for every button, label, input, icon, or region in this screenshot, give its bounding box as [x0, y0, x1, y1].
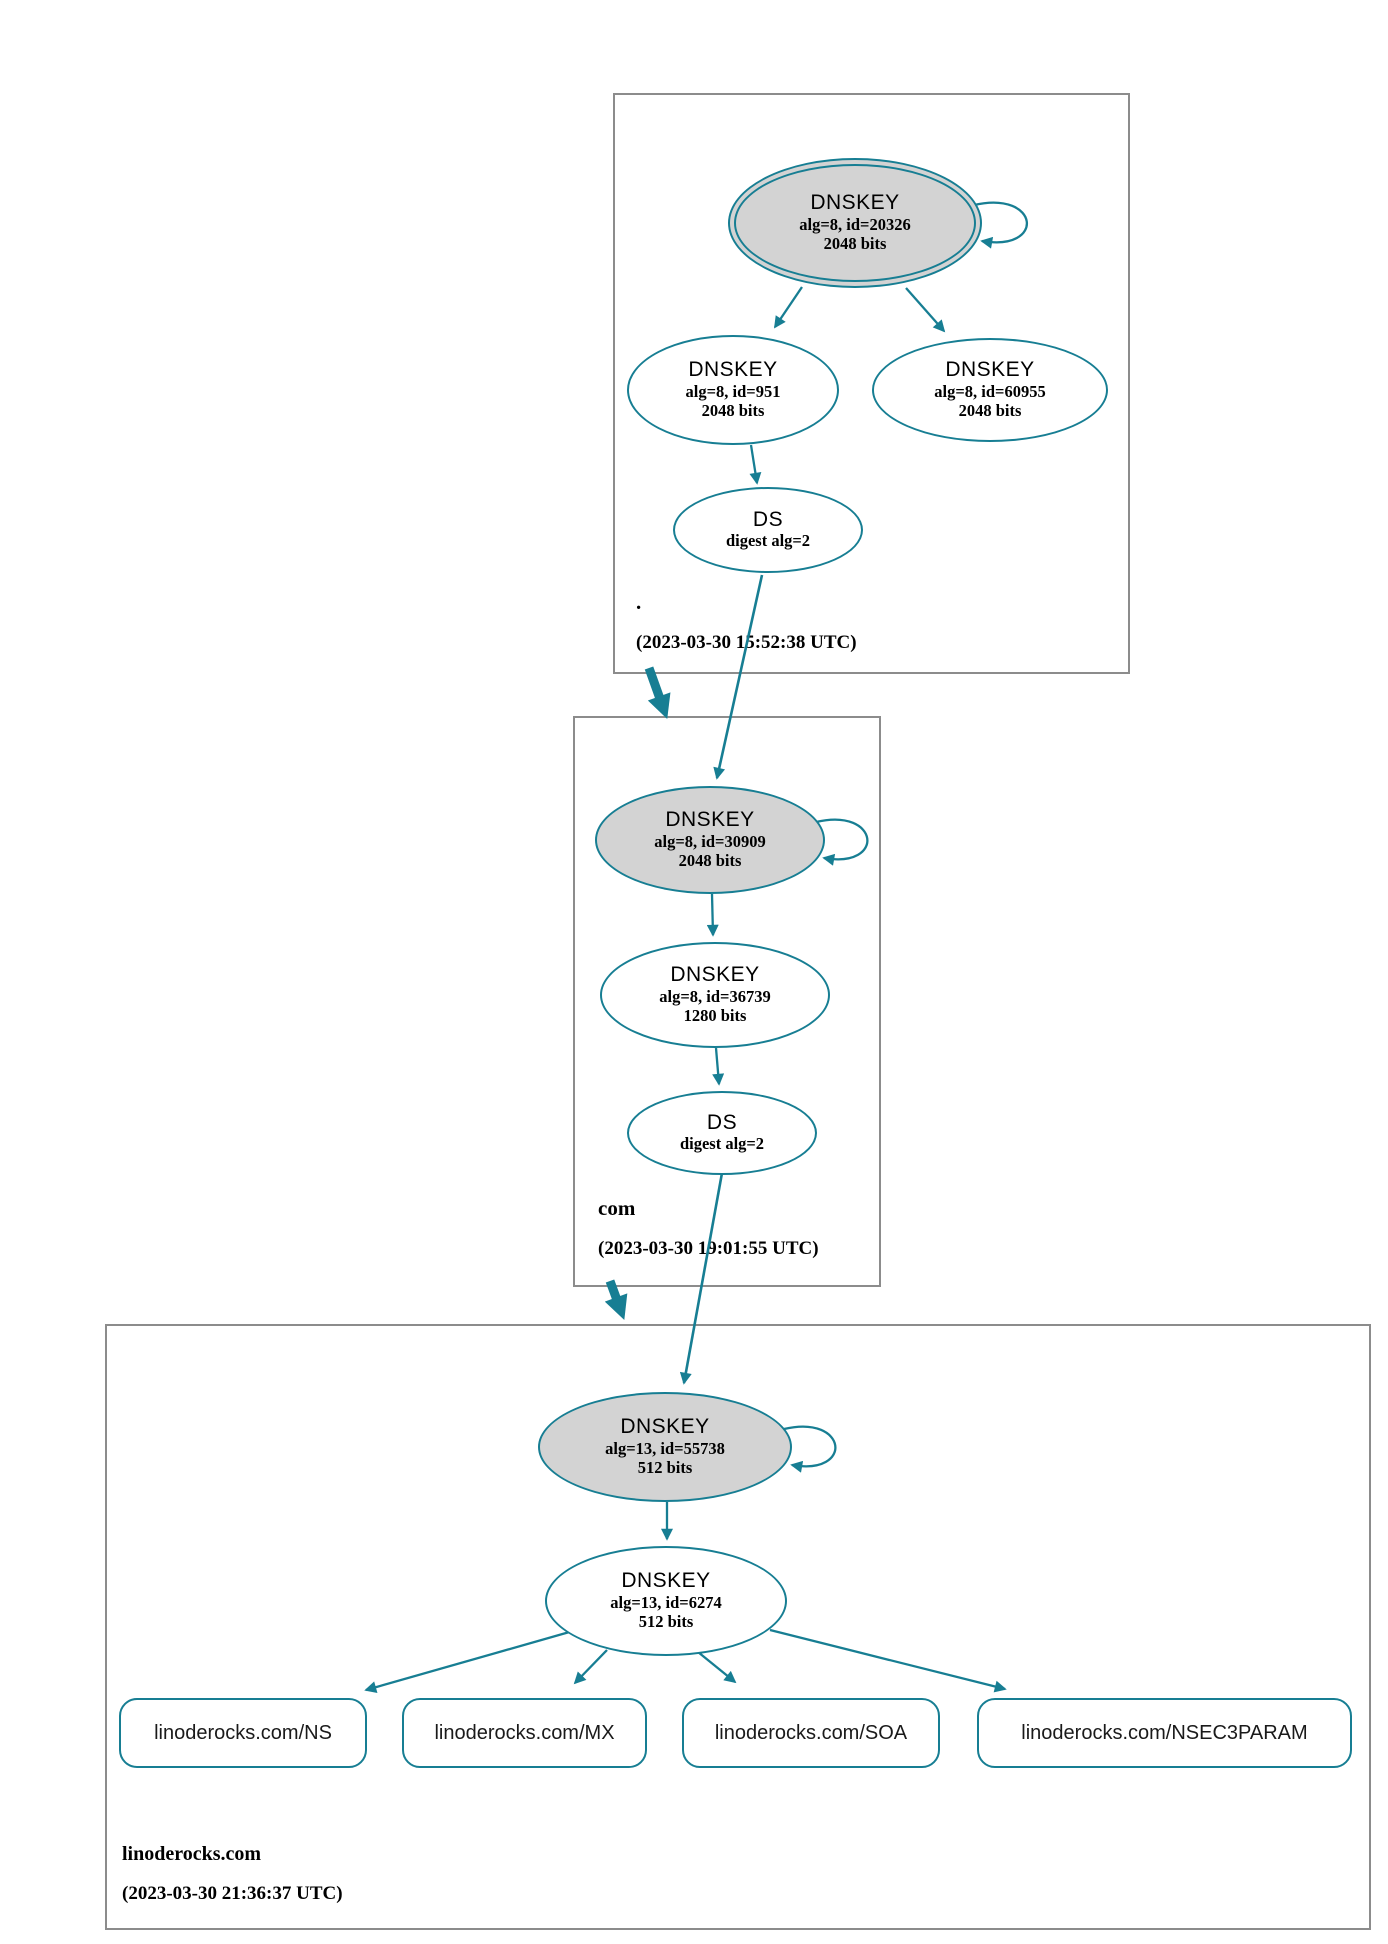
edge-selfloop-ksk-linoderocks — [783, 1425, 837, 1473]
node-detail: digest alg=2 — [679, 1134, 765, 1154]
delegation-arrow-root-to-com — [644, 666, 671, 720]
edge-ds-com-to-ksk-linoderocks — [679, 1172, 724, 1385]
node-bits: 2048 bits — [701, 401, 765, 421]
node-bits: 2048 bits — [678, 851, 742, 871]
rrset-mx[interactable]: linoderocks.com/MX — [402, 1698, 647, 1768]
node-dnskey-60955[interactable]: DNSKEY alg=8, id=60955 2048 bits — [872, 338, 1108, 442]
rrset-soa[interactable]: linoderocks.com/SOA — [682, 1698, 940, 1768]
node-dnskey-36739[interactable]: DNSKEY alg=8, id=36739 1280 bits — [600, 942, 830, 1048]
rrset-ns[interactable]: linoderocks.com/NS — [119, 1698, 367, 1768]
node-ds-root[interactable]: DS digest alg=2 — [673, 487, 863, 573]
node-detail: digest alg=2 — [725, 531, 811, 551]
edge-zsk-to-soa — [697, 1651, 737, 1684]
node-detail: alg=8, id=951 — [685, 381, 781, 401]
node-detail: alg=8, id=30909 — [654, 831, 766, 851]
edge-zsk-to-mx — [573, 1649, 608, 1685]
node-dnskey-6274[interactable]: DNSKEY alg=13, id=6274 512 bits — [545, 1546, 787, 1656]
edge-selfloop-ksk-root — [973, 201, 1028, 249]
node-detail: alg=13, id=6274 — [610, 1592, 722, 1612]
delegation-arrow-com-to-linoderocks — [604, 1279, 628, 1321]
node-title: DNSKEY — [665, 807, 755, 831]
node-dnskey-951[interactable]: DNSKEY alg=8, id=951 2048 bits — [627, 335, 839, 445]
node-detail: alg=8, id=60955 — [934, 381, 1046, 401]
node-detail: alg=8, id=20326 — [799, 214, 911, 234]
edge-ds-root-to-ksk-com — [713, 574, 764, 780]
node-ds-com[interactable]: DS digest alg=2 — [627, 1091, 817, 1175]
edge-ksk-to-zsk951 — [773, 286, 803, 329]
edge-zsk-to-nsec3param — [769, 1628, 1007, 1693]
node-bits: 2048 bits — [823, 234, 887, 254]
node-bits: 1280 bits — [683, 1006, 747, 1026]
node-detail: alg=8, id=36739 — [659, 986, 771, 1006]
node-bits: 512 bits — [638, 1612, 694, 1632]
zone-box-root — [613, 93, 1130, 674]
node-title: DNSKEY — [945, 357, 1035, 381]
node-dnskey-55738[interactable]: DNSKEY alg=13, id=55738 512 bits — [538, 1392, 792, 1502]
zone-label-com: com — [598, 1196, 636, 1220]
node-title: DNSKEY — [670, 962, 760, 986]
node-bits: 2048 bits — [958, 401, 1022, 421]
node-bits: 512 bits — [637, 1458, 693, 1478]
node-dnskey-20326-inner: DNSKEY alg=8, id=20326 2048 bits — [734, 164, 976, 282]
node-title: DNSKEY — [621, 1568, 711, 1592]
zone-label-root: . — [636, 590, 642, 614]
edge-zsk-to-ds-com — [712, 1047, 725, 1086]
node-title: DNSKEY — [688, 357, 778, 381]
node-title: DS — [706, 1110, 738, 1134]
rrset-nsec3param[interactable]: linoderocks.com/NSEC3PARAM — [977, 1698, 1352, 1768]
edge-ksk-to-zsk-com — [706, 893, 719, 937]
edge-zsk951-to-ds — [749, 444, 762, 485]
zone-timestamp-linoderocks: (2023-03-30 21:36:37 UTC) — [122, 1883, 343, 1904]
edge-zsk-to-ns — [364, 1629, 574, 1693]
zone-box-com — [573, 716, 881, 1287]
node-title: DS — [752, 507, 784, 531]
zone-label-linoderocks: linoderocks.com — [122, 1843, 262, 1865]
edge-selfloop-ksk-com — [815, 818, 869, 866]
node-detail: alg=13, id=55738 — [605, 1438, 725, 1458]
zone-box-linoderocks — [105, 1324, 1371, 1930]
node-title: DNSKEY — [810, 190, 900, 214]
edge-ksk-to-zsk60955 — [905, 287, 946, 333]
node-dnskey-30909[interactable]: DNSKEY alg=8, id=30909 2048 bits — [595, 786, 825, 894]
node-dnskey-20326[interactable]: DNSKEY alg=8, id=20326 2048 bits — [728, 158, 982, 288]
node-title: DNSKEY — [620, 1414, 710, 1438]
